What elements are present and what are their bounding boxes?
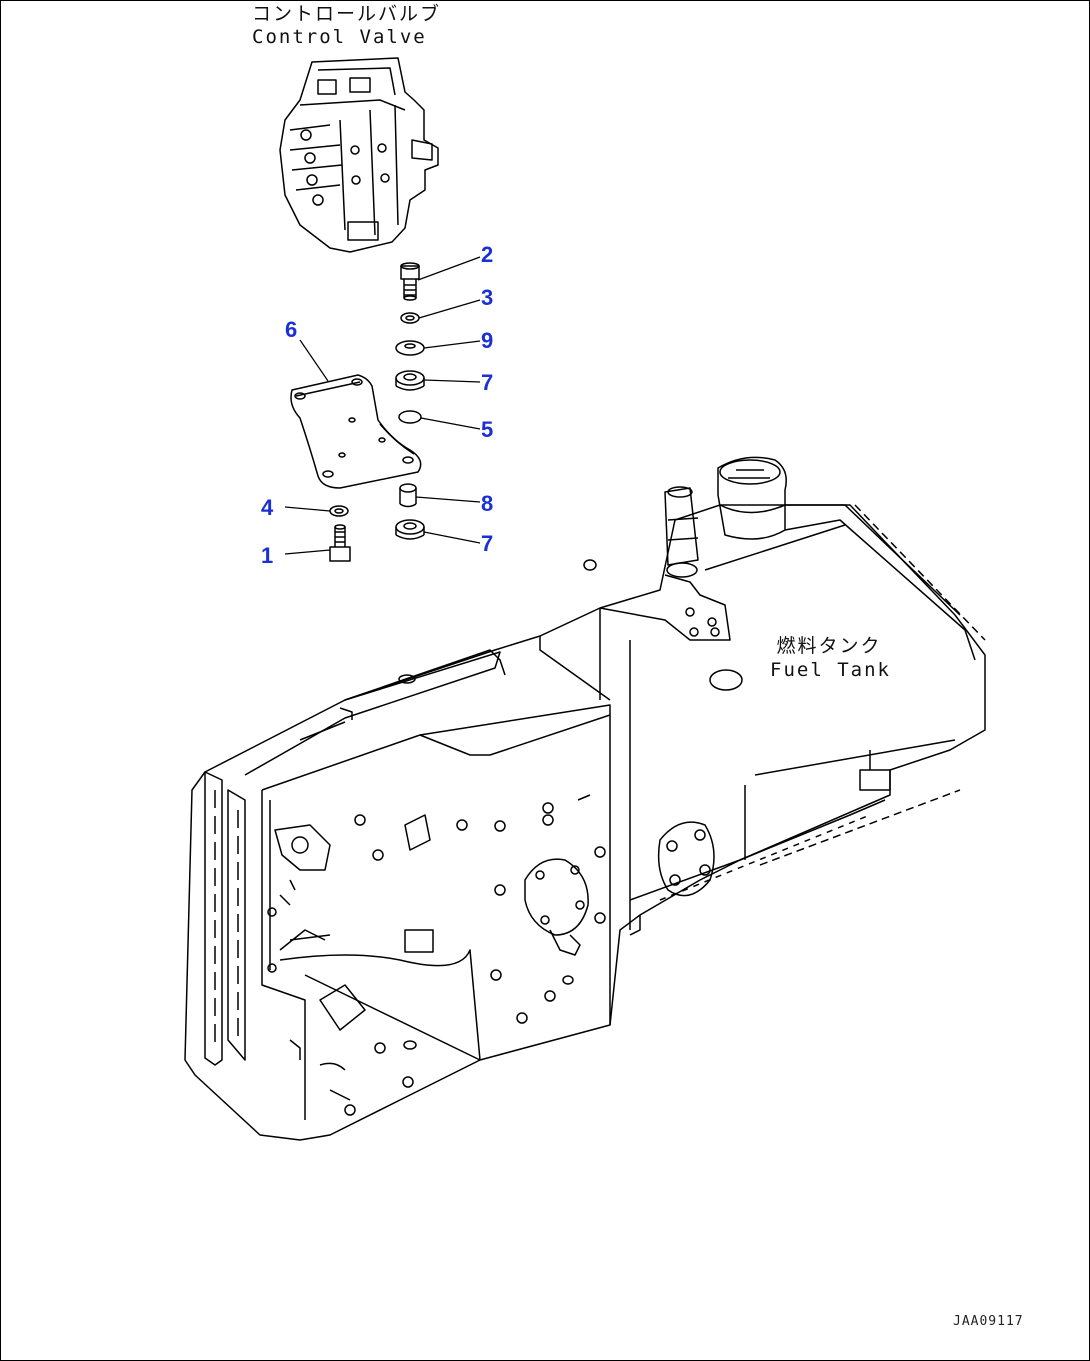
callout-6[interactable]: 6: [285, 317, 298, 342]
leader-lines: [284, 256, 481, 555]
callout-1[interactable]: 1: [261, 543, 274, 568]
callout-7-lower[interactable]: 7: [481, 531, 494, 556]
washer-3-drawing: [400, 312, 420, 324]
washer-4-drawing: [329, 505, 349, 517]
collar-8-drawing: [399, 483, 417, 508]
callout-3[interactable]: 3: [481, 285, 494, 310]
callout-5[interactable]: 5: [481, 417, 494, 442]
callout-8[interactable]: 8: [481, 491, 494, 516]
oring-5-drawing: [398, 410, 422, 424]
mount-7-lower-drawing: [395, 519, 425, 540]
mount-7-upper-drawing: [395, 370, 425, 391]
bolt-1-drawing: [329, 524, 351, 562]
callout-7-upper[interactable]: 7: [481, 370, 494, 395]
bolt-2-drawing: [400, 262, 420, 301]
document-id: JAA09117: [953, 1314, 1024, 1329]
control-valve-label-en: Control Valve: [252, 26, 427, 48]
frame-and-fuel-tank-drawing: [184, 456, 986, 1141]
control-valve-label-jp: コントロールバルブ: [252, 3, 442, 25]
fuel-tank-label-en: Fuel Tank: [770, 659, 891, 681]
callout-4[interactable]: 4: [261, 495, 274, 520]
control-valve-drawing: [279, 57, 439, 253]
callout-9[interactable]: 9: [481, 328, 494, 353]
bracket-plate-6-drawing: [290, 374, 422, 489]
fuel-tank-label-jp: 燃料タンク: [776, 635, 882, 657]
callout-2[interactable]: 2: [481, 242, 494, 267]
